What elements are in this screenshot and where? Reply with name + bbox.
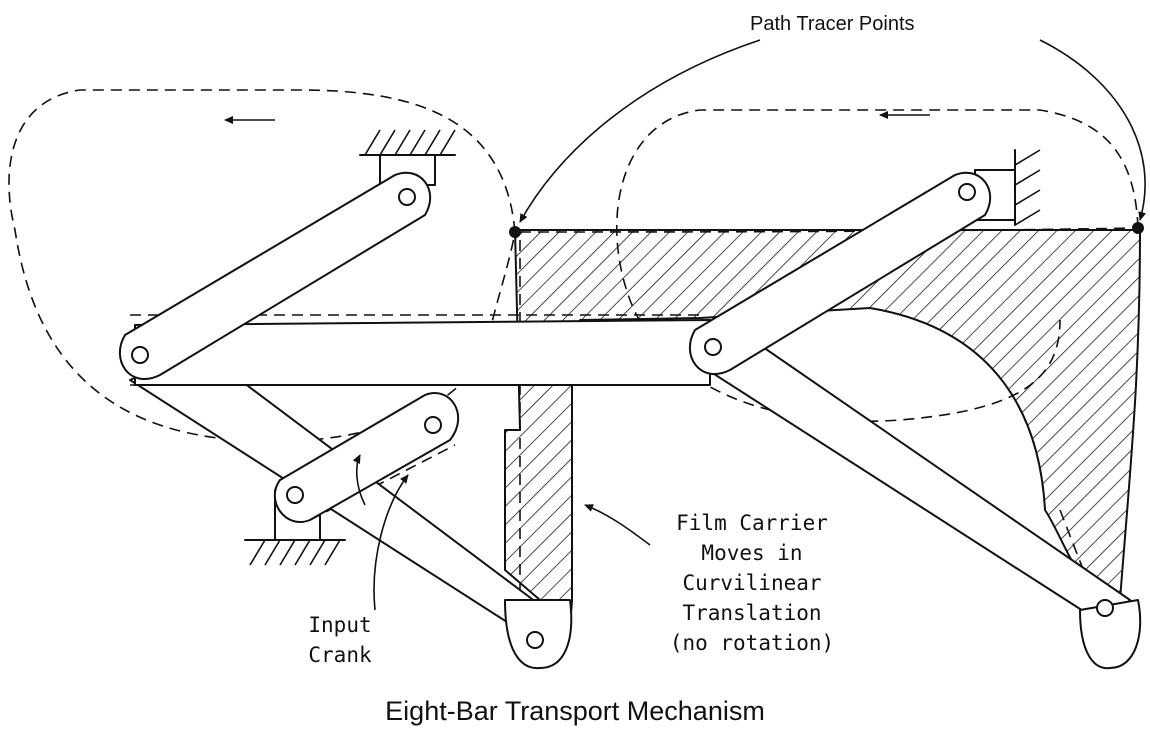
svg-text:(no rotation): (no rotation) — [670, 631, 834, 655]
film-carrier-label: Film Carrier Moves in Curvilinear Transl… — [670, 511, 834, 655]
path-tracer-point-right — [1132, 222, 1144, 234]
svg-text:Input: Input — [308, 613, 371, 637]
left-rocker-link — [119, 171, 432, 380]
right-carrier-foot — [1079, 599, 1142, 670]
svg-text:Translation: Translation — [682, 601, 821, 625]
leader-input-crank — [373, 474, 409, 611]
crank-rotation-arrow — [352, 454, 366, 506]
input-crank-link — [273, 392, 460, 523]
svg-text:Moves in: Moves in — [701, 541, 802, 565]
leader-film-carrier — [584, 504, 651, 546]
leader-path-tracer-left — [519, 39, 761, 223]
leader-path-tracer-right — [1039, 39, 1147, 221]
path-tracer-point-left — [509, 226, 521, 238]
path-tracer-label: Path Tracer Points — [750, 13, 915, 35]
right-rocker-link — [689, 171, 992, 375]
svg-text:Curvilinear: Curvilinear — [682, 571, 821, 595]
pivot-pins — [131, 183, 1114, 649]
diagram-title: Eight-Bar Transport Mechanism — [385, 696, 765, 726]
svg-text:Crank: Crank — [308, 643, 372, 667]
input-crank-label: Input Crank — [308, 613, 372, 667]
svg-text:Film Carrier: Film Carrier — [676, 511, 828, 535]
